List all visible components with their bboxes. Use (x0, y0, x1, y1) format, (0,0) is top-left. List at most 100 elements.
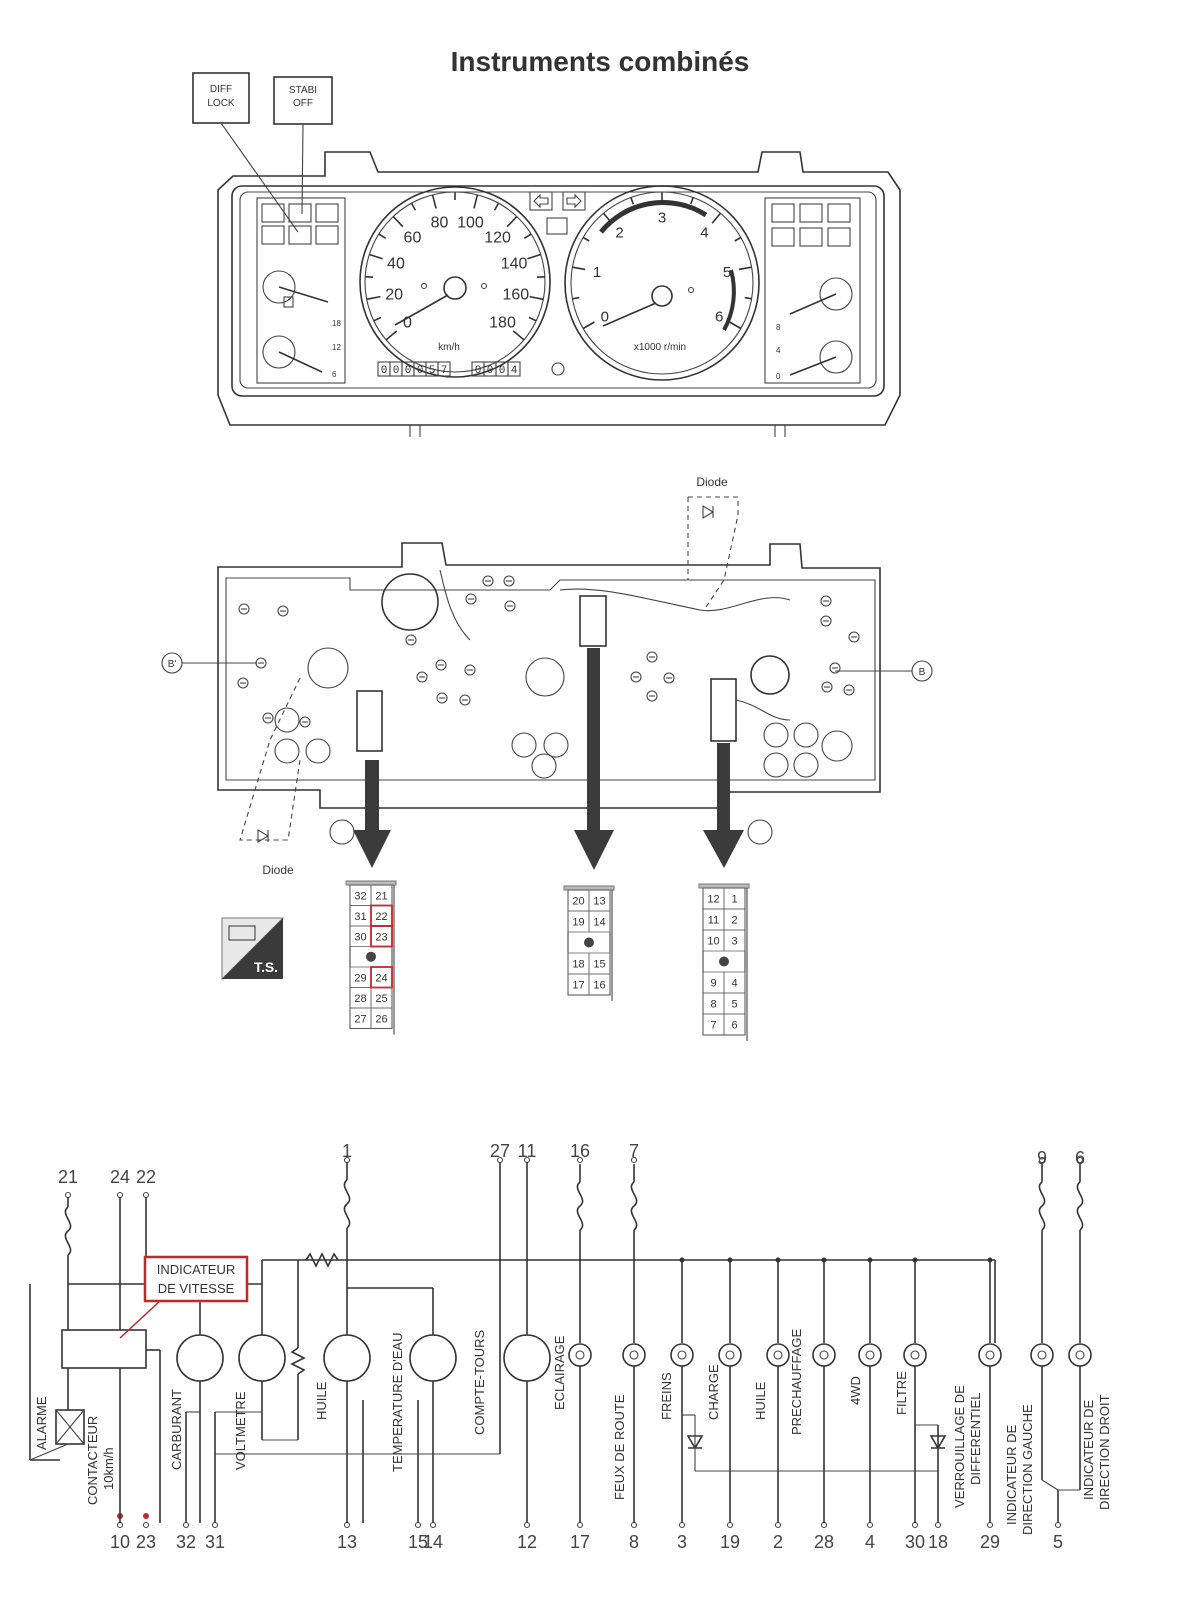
speedo-tick (523, 233, 532, 239)
label-verrouillage-2: DIFFERENTIEL (968, 1393, 983, 1485)
speedo-label: 120 (484, 230, 511, 247)
bulb-socket (305, 738, 331, 764)
tach-tick (744, 296, 752, 300)
bottom-pin-2: 2 (773, 1532, 783, 1552)
voltmeter-dial (262, 335, 296, 369)
connector-right-pin-4: 4 (731, 978, 737, 990)
connector-left-pin-29: 29 (354, 972, 366, 984)
right-scale-4: 4 (776, 346, 781, 355)
indicateur-vitesse-box (143, 1255, 249, 1303)
top-pin-7: 7 (629, 1141, 639, 1161)
screw (238, 603, 250, 615)
tachometer-dial (564, 185, 760, 381)
indicateur-line2: DE VITESSE (158, 1281, 235, 1296)
label-voltmetre: VOLTMETRE (233, 1391, 248, 1470)
indicator-lamp (622, 1343, 646, 1367)
connector-middle-pin-17: 17 (572, 980, 584, 992)
bottom-pin-32: 32 (176, 1532, 196, 1552)
right-turn-arrow-icon (566, 193, 582, 209)
left-scale-18: 18 (332, 319, 341, 328)
label-temperature: TEMPERATURE D'EAU (390, 1333, 405, 1472)
bottom-pin-31: 31 (205, 1532, 225, 1552)
screw (646, 690, 658, 702)
oil-gauge-needle (789, 356, 837, 376)
tach-label: 3 (658, 209, 666, 226)
indicator-lamp (568, 1343, 592, 1367)
fuel-gauge-symbol (176, 1334, 224, 1382)
cluster-housing (217, 151, 901, 426)
bottom-pin-13: 13 (337, 1532, 357, 1552)
bulb-socket (763, 722, 789, 748)
screw (820, 615, 832, 627)
bulb-socket (793, 752, 819, 778)
tach-tick (630, 197, 635, 205)
speedo-tick (378, 233, 387, 239)
bulb-socket (531, 753, 557, 779)
screw (436, 692, 448, 704)
indicator-lamp (766, 1343, 790, 1367)
rear-socket-middle (579, 595, 607, 647)
oil-gauge-symbol (323, 1334, 371, 1382)
trip-cell (507, 361, 521, 377)
indicator-lamp (812, 1343, 836, 1367)
bottom-pin-18: 18 (928, 1532, 948, 1552)
fuse-1 (343, 1179, 351, 1229)
bottom-pin-29: 29 (980, 1532, 1000, 1552)
connector-left-pin-32: 32 (354, 890, 366, 902)
connector-middle-pin-19: 19 (572, 917, 584, 929)
bottom-pin-23: 23 (136, 1532, 156, 1552)
connector-right-pin-7: 7 (710, 1020, 716, 1032)
fuel-gauge-dial (262, 270, 296, 304)
lamp-fuse (630, 1181, 638, 1231)
left-turn-box (529, 191, 553, 211)
marker-b-label: B (919, 667, 926, 678)
odometer-digit: 0 (417, 365, 424, 377)
connector-left-pin-31: 31 (354, 911, 366, 923)
screw (465, 593, 477, 605)
connector-middle-key (584, 937, 594, 948)
speedo-label: 180 (489, 314, 516, 331)
bottom-pin-5: 5 (1053, 1532, 1063, 1552)
label-freins: FREINS (659, 1372, 674, 1420)
bottom-pin-14: 14 (423, 1532, 443, 1552)
label-feux-route: FEUX DE ROUTE (612, 1394, 627, 1500)
connector-left-pin-23: 23 (375, 931, 387, 943)
bulb-socket (543, 732, 569, 758)
connector-right-pin-cell (723, 929, 746, 952)
indicator-lamp (903, 1343, 927, 1367)
page-title: Instruments combinés (451, 46, 750, 77)
screw (405, 634, 417, 646)
bottom-pin-8: 8 (629, 1532, 639, 1552)
screw (663, 672, 675, 684)
speedo-label: 60 (404, 230, 422, 247)
tach-tick (582, 321, 595, 330)
diode-label-bottom: Diode (262, 863, 294, 877)
voltmeter-needle (278, 351, 323, 373)
bottom-pin-30: 30 (905, 1532, 925, 1552)
speedo-label: 0 (403, 314, 412, 331)
speedometer-unit: km/h (438, 342, 460, 353)
connector-left-pin-26: 26 (375, 1013, 387, 1025)
speed-indicator-module (61, 1329, 147, 1369)
tach-label: 4 (700, 225, 708, 242)
tach-label: 5 (723, 264, 731, 281)
diode-label-top: Diode (696, 475, 728, 489)
connector-right-pin-9: 9 (710, 978, 716, 990)
connector-left-pin-27: 27 (354, 1013, 366, 1025)
speedo-label: 140 (501, 256, 528, 273)
connector-left-pin-28: 28 (354, 993, 366, 1005)
connector-right-pin-6: 6 (731, 1020, 737, 1032)
odometer-digit: 5 (429, 365, 436, 377)
connector-right-pin-cell (723, 1013, 746, 1036)
label-filtre: FILTRE (894, 1371, 909, 1415)
top-pin-27: 27 (490, 1141, 510, 1161)
connector-middle-pin-15: 15 (593, 959, 605, 971)
speedo-tick (410, 202, 417, 211)
tach-tick (582, 236, 590, 242)
connector-middle-pin-18: 18 (572, 959, 584, 971)
connector-middle-pin-13: 13 (593, 896, 605, 908)
